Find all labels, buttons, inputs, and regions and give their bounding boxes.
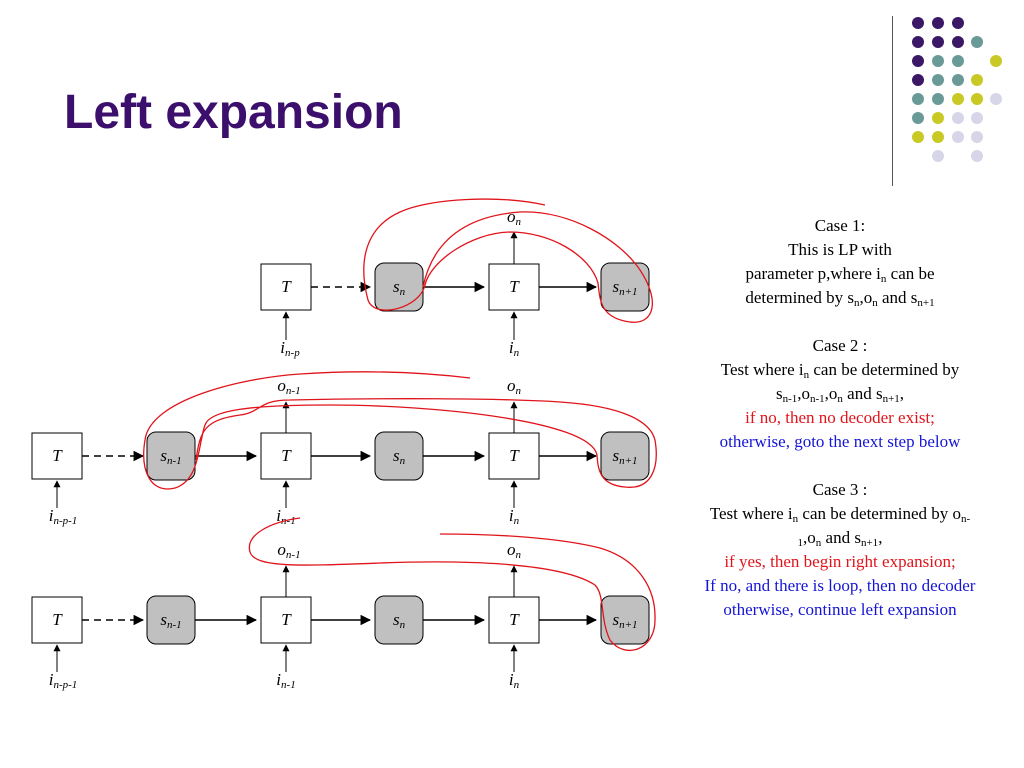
case-2-no-decoder: if no, then no decoder exist; [745,408,935,427]
case-descriptions: Case 1: This is LP with parameter p,wher… [640,214,1024,646]
svg-text:on-1: on-1 [277,376,300,397]
svg-text:T: T [509,277,520,296]
svg-text:on: on [507,207,522,228]
svg-text:in-p-1: in-p-1 [49,670,78,691]
svg-text:on: on [507,376,522,397]
case-3-line-2: 1,on and sn+1, [797,528,883,549]
svg-text:on: on [507,540,522,561]
case-3-heading: Case 3 : [812,480,868,499]
case-2-next-step: otherwise, goto the next step below [719,432,961,451]
svg-text:T: T [52,446,63,465]
svg-text:in: in [509,506,520,527]
case-1-line-2: parameter p,where in can be [745,264,935,285]
svg-text:sn-1: sn-1 [160,446,181,467]
svg-text:sn+1: sn+1 [612,446,637,467]
row-3: T sn-1 T sn T sn+1 on-1 on in-p-1 in-1 i… [31,517,656,691]
svg-text:T: T [281,610,292,629]
case-1-heading: Case 1: [814,216,866,235]
highlight-loop-3 [248,517,656,651]
svg-text:on-1: on-1 [277,540,300,561]
slide-title: Left expansion [64,86,403,139]
case-1-line-3: determined by sn,on and sn+1 [745,288,935,309]
case-3: Case 3 : Test where in can be determined… [640,478,1024,622]
t-label: T [281,277,292,296]
svg-text:sn: sn [393,446,406,467]
highlight-loop-1 [363,198,653,323]
row-1: T sn T sn+1 on in-p in [260,198,653,359]
row-2: T sn-1 T sn T sn+1 on-1 on in-p-1 in-1 i… [31,371,657,527]
case-2-heading: Case 2 : [812,336,868,355]
svg-text:in: in [509,338,520,359]
case-3-no-decoder: If no, and there is loop, then no decode… [704,576,976,595]
title-divider-line [892,16,893,186]
svg-text:in-1: in-1 [276,670,295,691]
case-2: Case 2 : Test where in can be determined… [640,334,1024,454]
svg-text:in: in [509,670,520,691]
svg-text:in-p-1: in-p-1 [49,506,78,527]
highlight-loop-2 [143,371,657,490]
svg-text:sn+1: sn+1 [612,610,637,631]
svg-text:sn: sn [393,277,406,298]
svg-text:sn: sn [393,610,406,631]
svg-text:T: T [52,610,63,629]
case-2-line-2: sn-1,on-1,on and sn+1, [775,384,905,405]
t-box-1a [260,263,312,311]
case-1: Case 1: This is LP with parameter p,wher… [640,214,1024,310]
svg-text:in-p: in-p [280,338,300,359]
svg-text:sn+1: sn+1 [612,277,637,298]
svg-text:T: T [509,610,520,629]
case-3-right-expansion: if yes, then begin right expansion; [724,552,956,571]
svg-text:sn-1: sn-1 [160,610,181,631]
svg-text:T: T [281,446,292,465]
case-3-continue-left: otherwise, continue left expansion [723,600,957,619]
t-box-1b [488,263,540,311]
svg-text:T: T [509,446,520,465]
svg-text:in-1: in-1 [276,506,295,527]
case-3-line-1: Test where in can be determined by on- [709,504,971,525]
case-2-line-1: Test where in can be determined by [720,360,960,381]
case-1-line-1: This is LP with [788,240,892,259]
